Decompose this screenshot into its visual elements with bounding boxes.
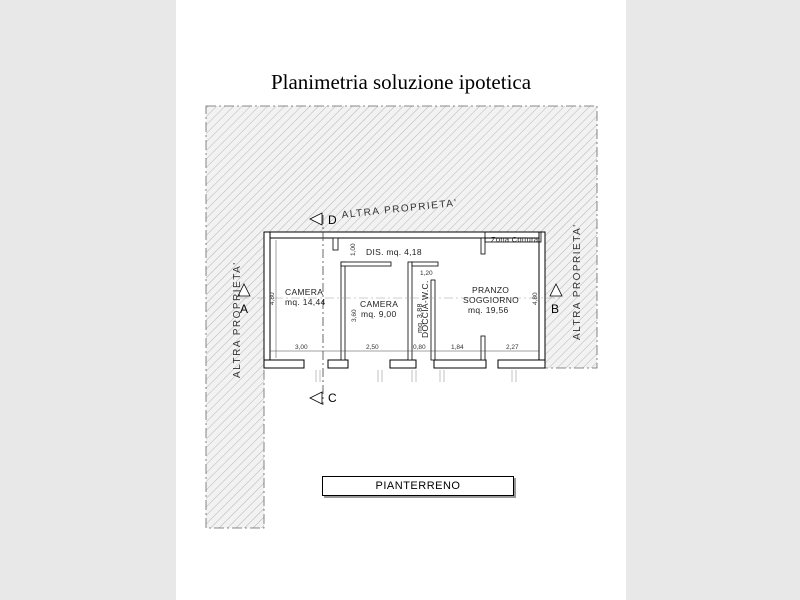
exterior-walls (263, 231, 546, 369)
dim-1-84: 1,84 (451, 344, 464, 351)
neighbor-label-left: ALTRA PROPRIETA' (232, 261, 243, 378)
section-arrow-b (549, 283, 563, 297)
room-camera-2-area: mq. 9,00 (361, 309, 396, 319)
dim-4-80-left: 4,80 (269, 292, 276, 305)
dim-2-50: 2,50 (366, 344, 379, 351)
section-label-a: A (240, 302, 248, 316)
section-arrow-a (237, 283, 251, 297)
room-soggiorno-name: SOGGIORNO (463, 295, 519, 305)
dim-0-80: 0,80 (413, 344, 426, 351)
room-pranzo-name: PRANZO (472, 285, 509, 295)
room-cottura-label: Zona Cottura (491, 235, 539, 244)
room-pranzo-area: mq. 19,56 (468, 305, 509, 315)
section-arrow-c (309, 391, 323, 405)
plan-title: Planimetria soluzione ipotetica (270, 70, 532, 94)
dim-4-80-right: 4,80 (532, 292, 539, 305)
section-label-b: B (551, 302, 559, 316)
room-camera-1-name: CAMERA (285, 287, 323, 297)
room-camera-1-area: mq. 14,44 (285, 297, 326, 307)
section-arrow-d (309, 212, 323, 226)
floor-label-box: PIANTERRENO (322, 476, 514, 496)
room-dis-label: DIS. mq. 4,18 (366, 247, 422, 257)
dim-3-60: 3,60 (351, 309, 358, 322)
building-footprint (264, 232, 545, 368)
neighbor-label-right: ALTRA PROPRIETA' (572, 223, 583, 340)
dim-1-20: 1,20 (420, 270, 433, 277)
interior-walls (332, 231, 542, 361)
room-doccia-name: DOCCIA-W.C. (420, 280, 430, 338)
section-label-d: D (328, 213, 337, 227)
section-label-c: C (328, 391, 337, 405)
dim-3-00: 3,00 (295, 344, 308, 351)
room-doccia-area: mq. 3,88 (417, 303, 424, 333)
dim-1-00: 1,00 (350, 243, 357, 256)
dim-2-27: 2,27 (506, 344, 519, 351)
room-camera-2-name: CAMERA (360, 299, 398, 309)
opening-markers (315, 370, 517, 382)
